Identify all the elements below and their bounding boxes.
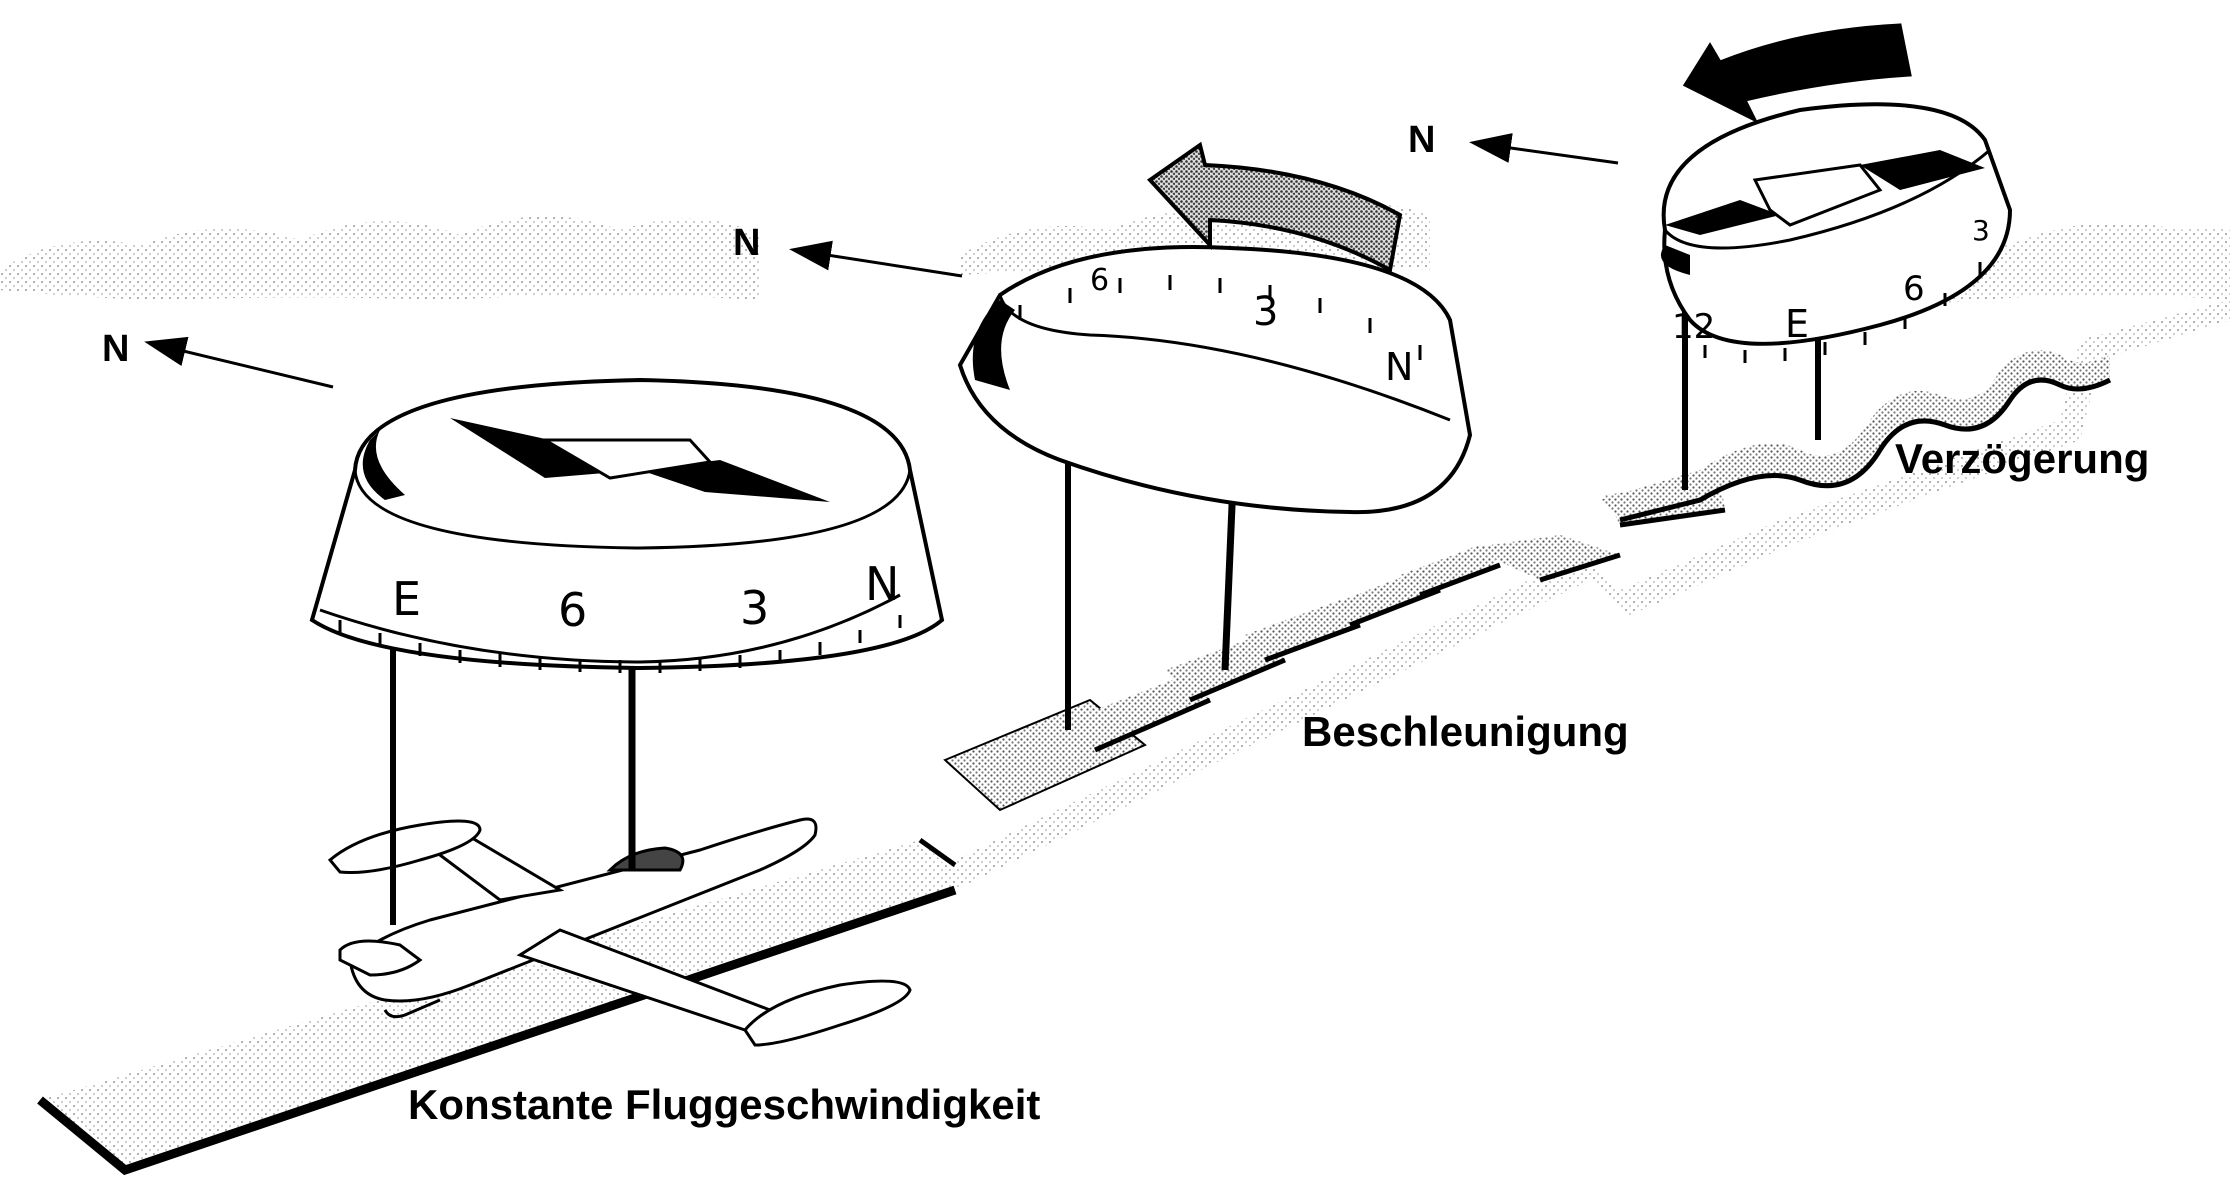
north-label: N	[102, 328, 129, 370]
compass-heading-mark: 12	[1672, 307, 1715, 347]
compass-heading-mark: E	[392, 572, 421, 626]
runway-pad	[1400, 545, 1500, 595]
north-label: N	[733, 222, 760, 264]
compass-acceleration: 6 3 N	[957, 141, 1473, 730]
compass-heading-mark: 6	[1090, 263, 1109, 298]
compass-card-ring	[957, 244, 1473, 515]
compass-constant-speed: E 6 3 N	[309, 377, 945, 925]
caption-acceleration: Beschleunigung	[1302, 708, 1629, 755]
runway-pad	[1245, 600, 1360, 660]
caption-constant-speed: Konstante Fluggeschwindigkeit	[408, 1081, 1040, 1128]
compass-heading-mark: 3	[740, 581, 769, 635]
airplane	[327, 817, 912, 1047]
compass-tick-marks	[338, 615, 902, 673]
compass-tick-marks	[1703, 262, 1982, 363]
compass-tick-marks	[1018, 275, 1422, 360]
runway-pad-group	[943, 480, 1726, 812]
compass-needle	[1665, 200, 1780, 235]
north-arrow: N	[1408, 119, 1619, 165]
terrain-wave	[1600, 350, 2112, 523]
compass-card-ring	[309, 377, 945, 671]
runway-pad	[1070, 675, 1210, 750]
compass-heading-mark: 6	[558, 583, 587, 637]
airplane-wingtip-tank	[743, 979, 912, 1047]
compass-heading-mark: N	[1385, 345, 1413, 389]
compass-heading-mark: 6	[1903, 269, 1925, 309]
compass-heading-mark: N	[865, 557, 899, 611]
compass-heading-mark: 3	[1253, 289, 1278, 335]
rotation-arrow	[1682, 23, 1912, 124]
rotation-arrow	[1146, 141, 1403, 274]
north-label: N	[1408, 119, 1435, 161]
caption-deceleration: Verzögerung	[1895, 435, 2149, 482]
compass-heading-mark: 3	[1972, 214, 1990, 247]
north-arrow: N	[733, 222, 963, 278]
north-arrow: N	[102, 328, 334, 389]
airplane-tail	[338, 939, 423, 977]
airplane-fuselage	[348, 817, 818, 1003]
runway-pad	[1470, 535, 1620, 580]
airplane-wingtip-tank	[327, 819, 482, 874]
compass-heading-mark: E	[1785, 302, 1809, 346]
airplane-canopy	[606, 846, 685, 872]
compass-deceleration: 12 E 6 3	[1660, 23, 2013, 490]
